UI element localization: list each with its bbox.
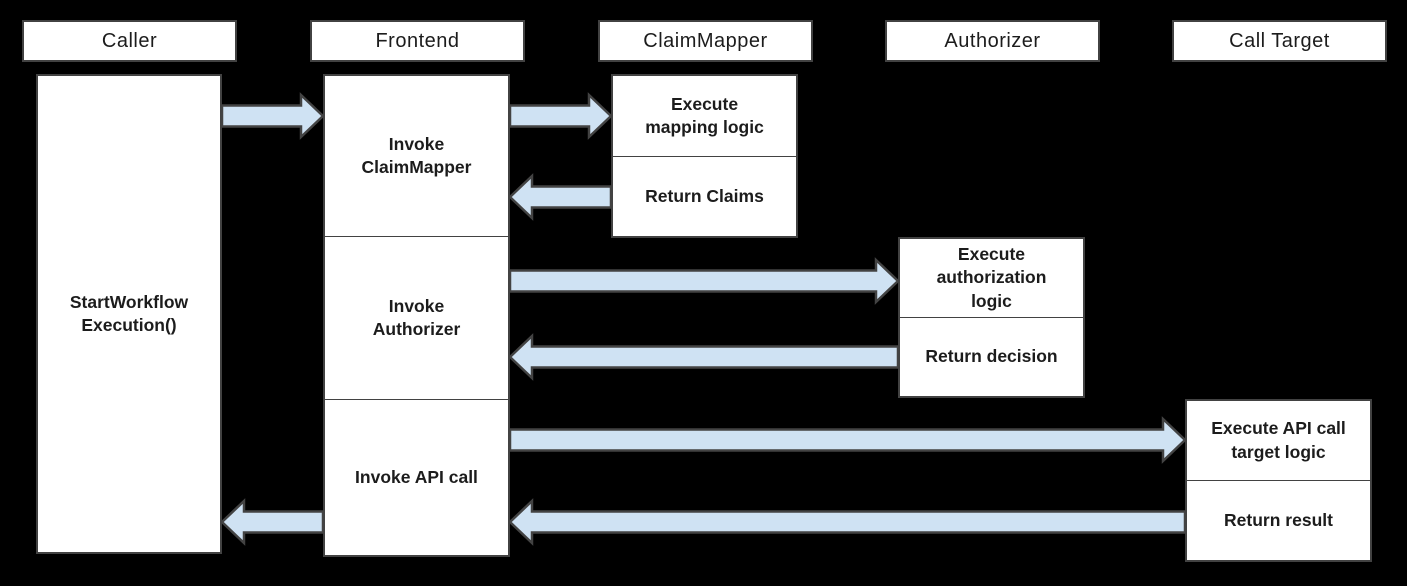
column-frontend: Invoke ClaimMapper Invoke Authorizer Inv… bbox=[323, 74, 510, 557]
box-execute-mapping-logic: Execute mapping logic bbox=[613, 76, 796, 156]
box-invoke-api-call: Invoke API call bbox=[325, 399, 508, 555]
lane-header-calltarget: Call Target bbox=[1172, 20, 1387, 62]
lane-header-calltarget-label: Call Target bbox=[1229, 29, 1330, 52]
box-execute-authorization-logic-label: Execute authorization logic bbox=[936, 244, 1047, 311]
box-return-result-label: Return result bbox=[1224, 509, 1333, 530]
box-return-result: Return result bbox=[1187, 480, 1370, 560]
lane-header-claimmapper-label: ClaimMapper bbox=[643, 29, 768, 52]
lane-header-authorizer-label: Authorizer bbox=[944, 29, 1041, 52]
box-return-claims-label: Return Claims bbox=[645, 185, 764, 206]
column-claimmapper: Execute mapping logic Return Claims bbox=[611, 74, 798, 238]
box-invoke-authorizer: Invoke Authorizer bbox=[325, 236, 508, 399]
box-invoke-api-call-label: Invoke API call bbox=[355, 466, 478, 487]
arrow-claimmapper-to-frontend bbox=[508, 173, 613, 221]
lane-header-caller-label: Caller bbox=[101, 29, 158, 52]
column-caller: StartWorkflow Execution() bbox=[36, 74, 222, 554]
box-invoke-authorizer-label: Invoke Authorizer bbox=[372, 295, 461, 339]
arrow-frontend-to-authorizer bbox=[508, 257, 900, 305]
box-return-decision: Return decision bbox=[900, 317, 1083, 396]
box-invoke-claimmapper-label: Invoke ClaimMapper bbox=[361, 133, 472, 177]
box-execute-api-call-target-logic: Execute API call target logic bbox=[1187, 401, 1370, 480]
arrow-caller-to-frontend bbox=[220, 92, 325, 140]
lane-header-frontend-label: Frontend bbox=[375, 29, 460, 52]
box-execute-api-call-target-logic-label: Execute API call target logic bbox=[1211, 418, 1346, 462]
box-execute-mapping-logic-label: Execute mapping logic bbox=[645, 93, 764, 137]
column-authorizer: Execute authorization logic Return decis… bbox=[898, 237, 1085, 398]
arrow-frontend-to-calltarget bbox=[508, 416, 1187, 464]
box-startworkflow-execution-label: StartWorkflow Execution() bbox=[69, 291, 189, 335]
arrow-authorizer-to-frontend bbox=[508, 333, 900, 381]
lane-header-claimmapper: ClaimMapper bbox=[598, 20, 813, 62]
lane-header-authorizer: Authorizer bbox=[885, 20, 1100, 62]
arrow-calltarget-to-frontend bbox=[508, 498, 1187, 546]
column-calltarget: Execute API call target logic Return res… bbox=[1185, 399, 1372, 562]
box-execute-authorization-logic: Execute authorization logic bbox=[900, 239, 1083, 317]
box-return-decision-label: Return decision bbox=[925, 346, 1058, 367]
arrow-frontend-to-caller bbox=[220, 498, 325, 546]
lane-header-frontend: Frontend bbox=[310, 20, 525, 62]
box-return-claims: Return Claims bbox=[613, 156, 796, 236]
lane-header-caller: Caller bbox=[22, 20, 237, 62]
box-invoke-claimmapper: Invoke ClaimMapper bbox=[325, 76, 508, 236]
arrow-frontend-to-claimmapper bbox=[508, 92, 613, 140]
box-startworkflow-execution: StartWorkflow Execution() bbox=[38, 76, 220, 552]
